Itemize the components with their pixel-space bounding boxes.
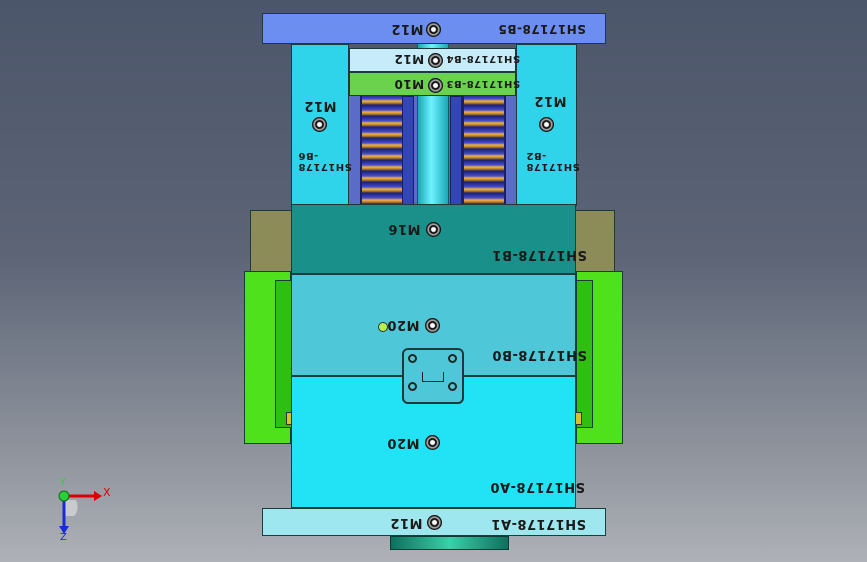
plate-b0-thread: M20 <box>387 317 420 332</box>
plate-b4-label: SH17178-B4 <box>446 53 521 64</box>
plate-b4-thread: M12 <box>394 52 425 66</box>
plate-b3-thread: M10 <box>394 77 425 91</box>
center-clamp <box>402 348 464 404</box>
plate-b1-label: SH17178-B1 <box>492 247 587 262</box>
side-pin-right <box>575 412 582 425</box>
plate-b2-label: SH17178 -B2 <box>526 150 580 172</box>
spring-rod-left <box>402 96 414 206</box>
bottom-shaft <box>390 536 509 550</box>
side-plate-right-inner <box>576 280 593 428</box>
coordinate-triad: X Y Z <box>48 478 118 543</box>
plate-b5-thread: M12 <box>391 21 424 36</box>
clamp-screw-icon <box>408 382 417 391</box>
plate-a1-thread: M12 <box>390 515 423 530</box>
plate-b1-thread: M16 <box>388 221 421 236</box>
plate-a1-bolt-icon <box>427 515 442 530</box>
spring-rod-right <box>450 96 462 206</box>
plate-b2-thread: M12 <box>534 93 567 108</box>
plate-b4-bolt-icon <box>428 53 443 68</box>
plate-a0-bolt-icon <box>425 435 440 450</box>
clamp-screw-icon <box>408 354 417 363</box>
plate-b3-label: SH17178-B3 <box>446 78 521 89</box>
plate-b5-bolt-icon <box>426 22 441 37</box>
clamp-screw-icon <box>448 354 457 363</box>
clamp-slot <box>422 372 444 382</box>
clamp-screw-icon <box>448 382 457 391</box>
spring-left <box>360 96 404 206</box>
triad-y-label: Y <box>60 478 66 488</box>
guide-block-left <box>250 210 294 272</box>
plate-b1: M16 SH17178-B1 <box>291 204 587 274</box>
plate-b1-bolt-icon <box>426 222 441 237</box>
plate-b0-marker-icon <box>378 322 388 332</box>
triad-axes-icon <box>58 490 102 534</box>
plate-b3: SH17178-B3 M10 <box>349 72 520 96</box>
plate-a1-label: SH17178-A1 <box>491 516 586 531</box>
plate-a0-label: SH17178-A0 <box>490 479 585 494</box>
spring-right <box>462 96 506 206</box>
triad-x-label: X <box>103 486 111 499</box>
plate-a1: SH17178-A1 M12 <box>262 508 606 536</box>
plate-b6-label: SH17178 -B6 <box>298 150 352 172</box>
plate-b0-label: SH17178-B0 <box>492 347 587 362</box>
plate-b5: SH17178-B5 M12 <box>262 13 606 44</box>
plate-b5-label: SH17178-B5 <box>498 22 586 36</box>
plate-b6-bolt-icon <box>312 117 327 132</box>
plate-a0-thread: M20 <box>387 435 420 450</box>
plate-b3-bolt-icon <box>428 78 443 93</box>
plate-b6-thread: M12 <box>304 98 337 113</box>
plate-b2-bolt-icon <box>539 117 554 132</box>
plate-b4: SH17178-B4 M12 <box>349 48 520 72</box>
guide-block-right <box>571 210 615 272</box>
plate-b0-bolt-icon <box>425 318 440 333</box>
side-plate-left-inner <box>275 280 292 428</box>
triad-z-label: Z <box>60 532 67 543</box>
